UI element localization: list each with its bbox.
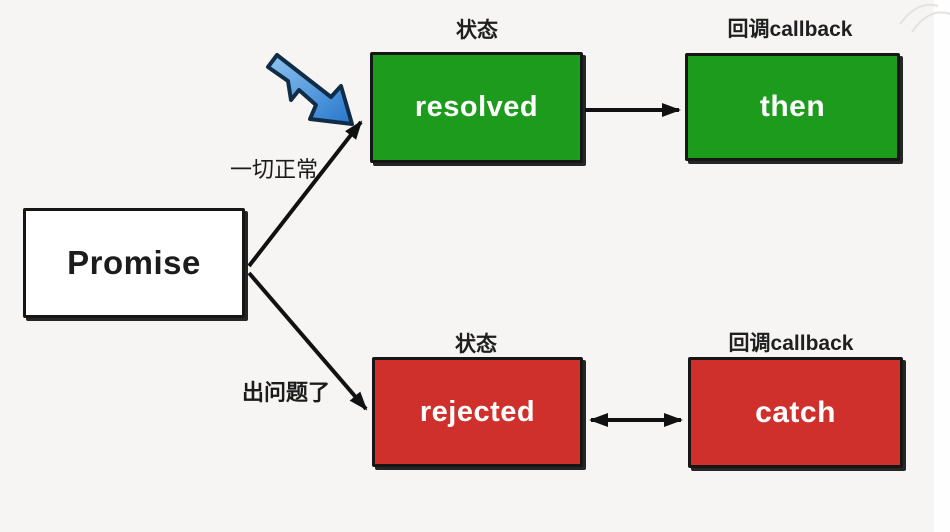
callback-header-bottom: 回调callback — [728, 332, 854, 355]
resolved-state-node: resolved — [370, 52, 583, 163]
resolved-state-label: resolved — [414, 91, 539, 123]
branch-label-failure: 出问题了 — [241, 380, 330, 405]
then-callback-label: then — [759, 90, 826, 123]
state-header-bottom: 状态 — [455, 333, 497, 356]
arrow-promise-to-resolved — [247, 120, 363, 268]
blue-pointer-arrow-icon — [266, 53, 354, 126]
then-callback-node: then — [685, 53, 900, 161]
rejected-state-label: rejected — [419, 395, 536, 428]
background-strip — [934, 0, 950, 532]
promise-node: Promise — [23, 208, 245, 318]
callback-header-top: 回调callback — [727, 18, 853, 41]
catch-callback-node: catch — [688, 357, 903, 468]
state-header-top: 状态 — [456, 19, 498, 42]
promise-node-label: Promise — [67, 244, 201, 281]
branch-label-success: 一切正常 — [229, 157, 318, 182]
rejected-state-node: rejected — [372, 357, 583, 467]
catch-callback-label: catch — [755, 395, 836, 429]
